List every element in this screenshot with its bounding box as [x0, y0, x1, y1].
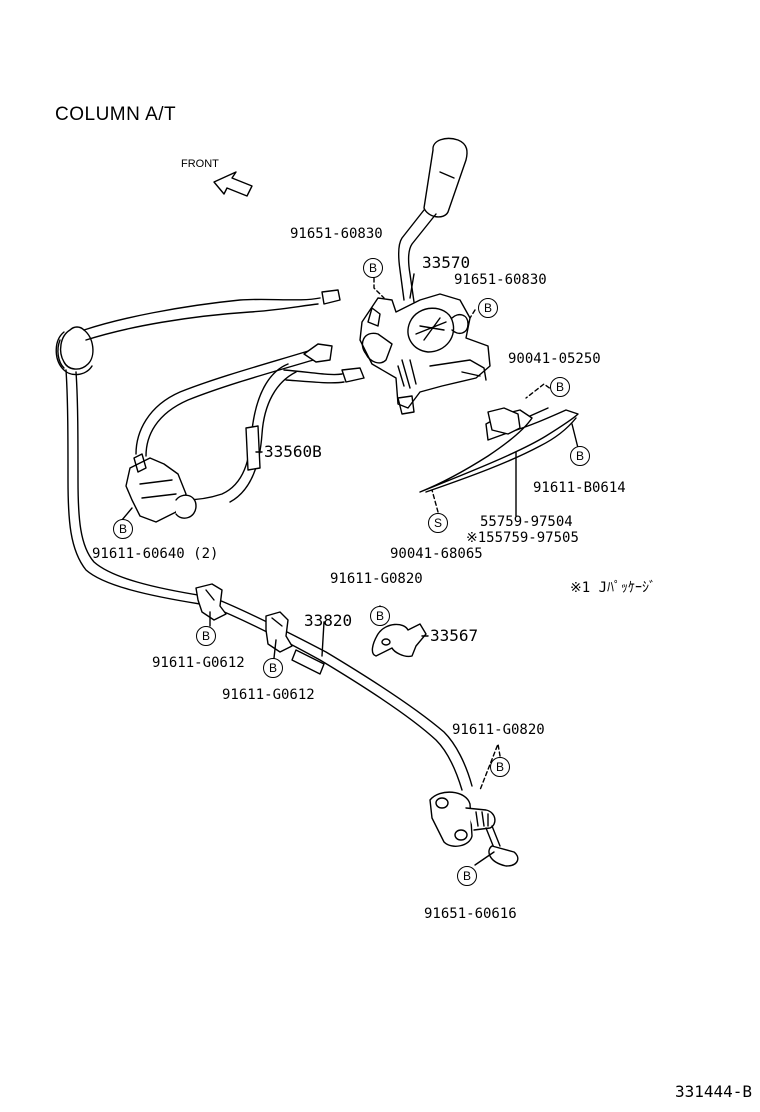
bolt-badge: B	[113, 519, 133, 539]
bolt-badge: B	[196, 626, 216, 646]
front-arrow-icon	[213, 171, 253, 197]
package-note: ※1 Jﾊﾟｯｹｰｼﾞ	[570, 580, 657, 596]
cable-clamp-2	[265, 611, 293, 653]
part-label: 90041-68065	[390, 546, 483, 562]
bolt-badge: B	[457, 866, 477, 886]
part-label: 91651-60616	[424, 906, 517, 922]
bolt-badge: B	[363, 258, 383, 278]
part-label: 91611-G0820	[330, 571, 423, 587]
bolt-badge: B	[370, 606, 390, 626]
part-label: 33567	[430, 626, 479, 645]
shift-lever	[397, 137, 468, 303]
part-label: ※155759-97505	[466, 530, 579, 546]
part-label: 91611-G0820	[452, 722, 545, 738]
cable-clamp-1	[195, 583, 227, 621]
bolt-badge: B	[490, 757, 510, 777]
bolt-badge: B	[570, 446, 590, 466]
lever-cover	[419, 407, 579, 493]
part-label: 91651-60830	[290, 226, 383, 242]
bolt-badge: B	[550, 377, 570, 397]
diagram-title: COLUMN A/T	[55, 104, 177, 125]
part-label: 33570	[422, 253, 471, 272]
bolt-badge: B	[263, 658, 283, 678]
part-label: 91611-B0614	[533, 480, 626, 496]
part-label: 90041-05250	[508, 351, 601, 367]
figure-code: 331444-B	[674, 1082, 752, 1101]
part-label: 91611-60640 (2)	[92, 546, 219, 562]
part-label: 91611-G0612	[222, 687, 315, 703]
screw-badge: S	[428, 513, 448, 533]
clamp-33567	[371, 623, 427, 658]
shift-cable	[55, 289, 473, 791]
cable-end-bracket	[429, 791, 519, 867]
detent-cables	[135, 343, 365, 503]
part-label: 33560B	[264, 442, 322, 461]
interlock-solenoid	[125, 453, 197, 523]
part-label: 91651-60830	[454, 272, 547, 288]
leader-lines	[121, 273, 579, 866]
bolt-badge: B	[478, 298, 498, 318]
shift-lever-bracket	[359, 293, 491, 415]
part-label: 91611-G0612	[152, 655, 245, 671]
part-label: 33820	[304, 611, 353, 630]
front-label: FRONT	[181, 158, 219, 170]
part-label: 55759-97504	[480, 514, 573, 530]
